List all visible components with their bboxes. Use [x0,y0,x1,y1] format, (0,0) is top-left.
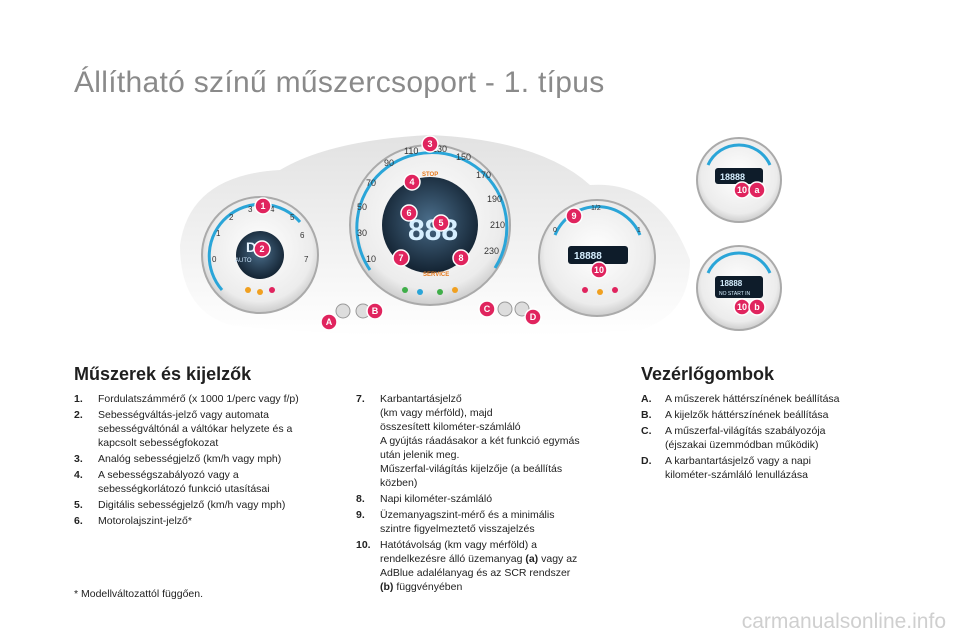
list-item: 6.Motorolajszint-jelző* [74,515,192,527]
svg-text:b: b [754,302,760,312]
callout-10 [590,261,608,279]
svg-text:A: A [326,317,333,327]
watermark: carmanualsonline.info [741,610,946,633]
stop-label: STOP [422,172,438,178]
callout-10b-letter [748,298,766,316]
list-item: A.A műszerek háttérszínének beállítása [641,393,840,405]
svg-text:10: 10 [594,265,604,275]
svg-text:C: C [484,304,491,314]
auto-label: AUTO [235,258,252,264]
svg-text:9: 9 [571,211,576,221]
callout-7 [392,249,410,267]
tacho-tick-1: 1 [216,229,221,238]
range-display: 18888 [574,251,602,262]
range-dial-adblue-example: 18888 NO START IN [696,245,782,331]
speed-tick-150: 150 [456,152,471,162]
callout-A [320,313,338,331]
speed-tick-30: 30 [357,228,367,238]
callout-4 [403,173,421,191]
svg-text:6: 6 [406,208,411,218]
callout-2 [253,240,271,258]
svg-text:10: 10 [737,302,747,312]
list-item: 5.Digitális sebességjelző (km/h vagy mph… [74,499,286,511]
callout-9 [565,207,583,225]
svg-text:10: 10 [737,185,747,195]
warning-lamps-row [257,289,263,295]
tacho-tick-0: 0 [212,255,217,264]
button-a-knob [335,303,351,319]
range-dial-fuel-example: 18888 [696,137,782,223]
svg-text:a: a [754,185,760,195]
fuel-gauge-dial: 0 1/2 1 18888 [538,199,656,317]
fuel-tick-half: 1/2 [591,205,601,212]
svg-text:1: 1 [260,201,265,211]
callout-6 [400,204,418,222]
speed-tick-10: 10 [366,254,376,264]
callout-1 [254,197,272,215]
callout-5 [432,214,450,232]
section-heading-controls: Vezérlőgombok [641,364,775,384]
svg-text:2: 2 [259,244,264,254]
button-c-knob [497,301,513,317]
speed-tick-90: 90 [384,158,394,168]
tacho-tick-6: 6 [300,231,305,240]
tacho-tick-2: 2 [229,213,234,222]
speedometer-dial: 10 30 50 70 90 110 130 150 170 190 210 2… [349,144,511,306]
tacho-tick-4: 4 [270,205,275,214]
instruments-list: 1.Fordulatszámmérő (x 1000 1/perc vagy f… [74,392,344,530]
callout-C [478,300,496,318]
speed-tick-190: 190 [487,194,502,204]
digital-speed-display: 888 [408,214,458,247]
list-item: 10. Hatótávolság (km vagy mérföld) a ren… [356,539,578,593]
tacho-tick-7: 7 [304,255,309,264]
page-title: Állítható színű műszercsoport - 1. típus [74,66,605,99]
tacho-tick-3: 3 [248,205,253,214]
gear-display: D [246,239,256,255]
speed-tick-210: 210 [490,220,505,230]
svg-text:7: 7 [398,253,403,263]
controls-list: A.A műszerek háttérszínének beállítása B… [641,392,891,484]
tacho-tick-5: 5 [290,213,295,222]
list-item: C.A műszerfal-világítás szabályozója(éjs… [641,425,826,451]
svg-text:4: 4 [409,177,414,187]
callout-8 [452,249,470,267]
speed-tick-130: 130 [432,144,447,154]
footnote: * Modellváltozattól függően. [74,588,203,600]
list-item: B.A kijelzők háttérszínének beállítása [641,409,829,421]
list-item: 7. Karbantartásjelző(km vagy mérföld), m… [356,393,580,489]
svg-text:B: B [372,306,379,316]
speed-tick-170: 170 [476,170,491,180]
callout-3 [421,135,439,153]
speed-tick-50: 50 [357,202,367,212]
no-start-text: NO START IN [719,291,751,297]
list-item: 3.Analóg sebességjelző (km/h vagy mph) [74,453,282,465]
svg-text:5: 5 [438,218,443,228]
svg-text:D: D [530,312,537,322]
callout-B [366,302,384,320]
service-label: SERVICE [423,272,449,278]
list-item: 8.Napi kilométer-számláló [356,493,493,505]
fuel-tick-0: 0 [553,227,557,234]
list-item: 1.Fordulatszámmérő (x 1000 1/perc vagy f… [74,393,299,405]
callout-D [524,308,542,326]
instruments-list-continued: 7. Karbantartásjelző(km vagy mérföld), m… [356,392,626,596]
section-heading-instruments: Műszerek és kijelzők [74,364,252,384]
svg-text:18888: 18888 [720,172,745,182]
svg-text:3: 3 [427,139,432,149]
fuel-tick-1: 1 [637,227,641,234]
svg-text:18888: 18888 [720,279,743,288]
speed-tick-70: 70 [366,178,376,188]
svg-text:8: 8 [458,253,463,263]
speed-tick-230: 230 [484,246,499,256]
speed-tick-110: 110 [404,146,418,156]
callout-10a-letter [748,181,766,199]
